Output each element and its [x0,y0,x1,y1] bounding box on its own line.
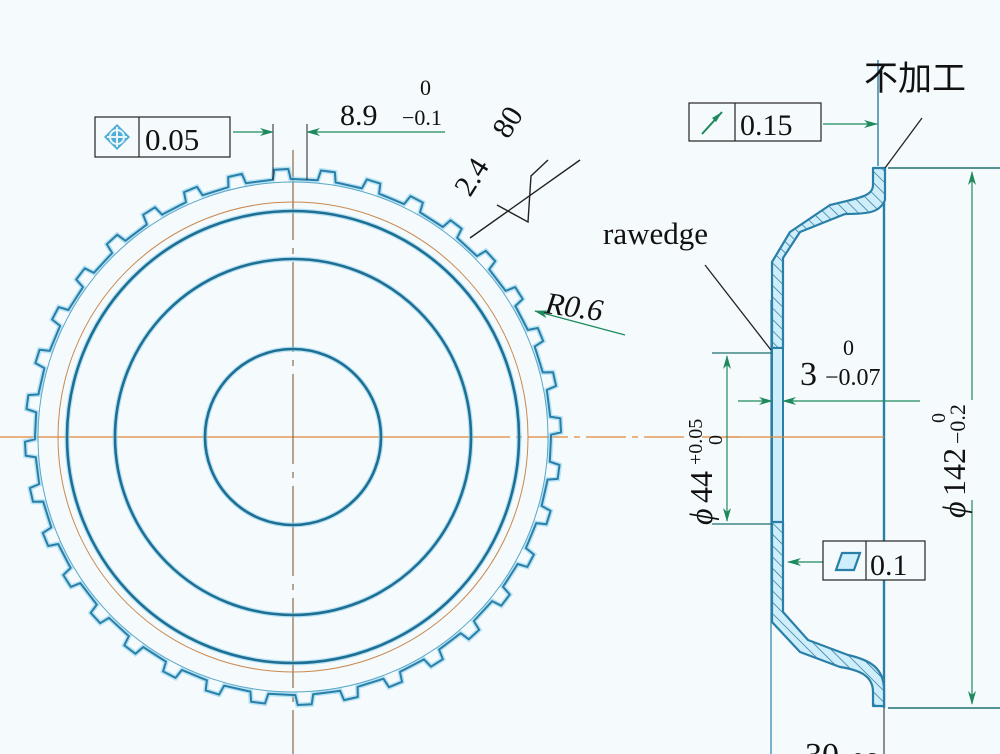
outer-ring [65,209,521,665]
radius-annotation: R0.6 [534,285,626,336]
runout-value: 0.15 [740,109,793,142]
front-view [0,150,740,754]
chamfer-depth: 2.4 [448,152,496,201]
thickness-lower: −0.07 [825,365,881,391]
slot-upper: 0 [420,75,431,100]
outer-diameter-dimension: ϕ 142 0 −0.2 [928,404,972,518]
gear-teeth-outline [22,166,564,708]
runout-tolerance-frame: 0.15 [688,102,878,142]
chamfer-angle: 80 [486,101,530,144]
chamfer-annotation: 2.4 80 [448,101,581,239]
centerlines [0,150,740,754]
circular-runout-icon [701,111,723,135]
slot-width-dimension: 8.9 0 −0.1 [233,75,445,180]
rawedge-note: rawedge [603,216,772,351]
outer-phi: ϕ [936,501,972,518]
height-nominal: 30 [805,737,839,754]
position-tolerance-frame: 0.05 [94,116,231,158]
flatness-value: 0.1 [870,549,908,582]
position-tol-value: 0.05 [145,122,199,157]
slot-lower: −0.1 [402,105,442,130]
bore-circle [203,347,383,527]
height-tol: ±0.3 [842,749,878,754]
radius-label: R0.6 [542,285,605,328]
flatness-tolerance-frame: 0.1 [787,540,926,582]
profile-section [770,166,887,350]
bore-lower: 0 [705,435,727,445]
bore-phi: ϕ [683,508,719,525]
unmachined-note: 不加工 [864,61,966,169]
outer-nominal: 142 [936,448,972,496]
outer-upper: 0 [928,413,950,423]
bore-nominal: 44 [683,471,719,503]
thickness-upper: 0 [843,335,854,360]
position-icon [104,124,130,150]
pitch-circle [57,201,529,673]
section-view [712,60,1000,754]
thickness-dimension: 3 0 −0.07 [800,335,881,393]
height-dimension: 30 ±0.3 [805,737,878,754]
bore-upper: +0.05 [685,419,707,465]
flatness-icon [834,551,862,572]
outer-lower: −0.2 [945,404,970,444]
rawedge-label: rawedge [603,216,708,251]
bore-diameter-dimension: ϕ 44 +0.05 0 [683,419,727,525]
slot-nominal: 8.9 [340,99,378,132]
thickness-nominal: 3 [800,356,817,393]
unmachined-label: 不加工 [864,61,966,98]
middle-ring [113,257,473,617]
